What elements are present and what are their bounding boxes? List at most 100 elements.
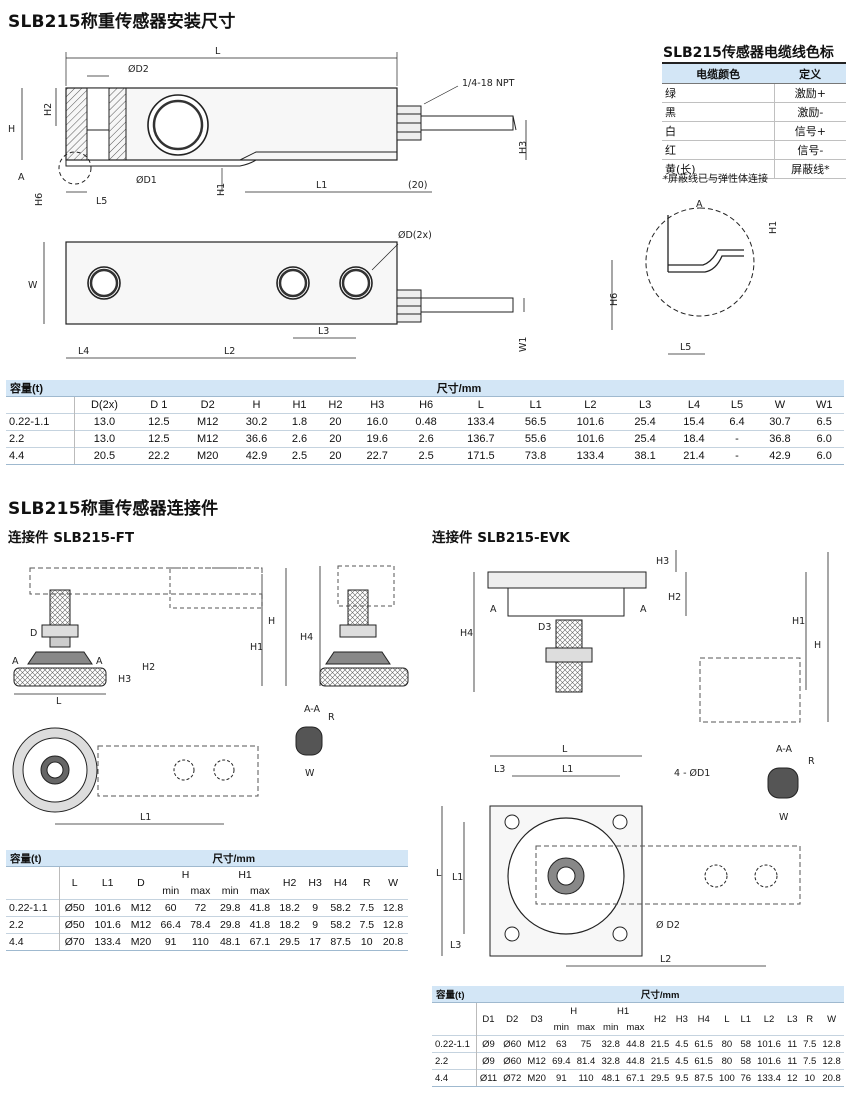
evk-cell: 61.5 — [691, 1035, 716, 1053]
evk-4d1-label: 4 - ØD1 — [674, 768, 710, 779]
evk-subtitle: 连接件 SLB215-EVK — [432, 530, 570, 546]
evk-cell: 11 — [784, 1035, 801, 1053]
ft-cell: 10 — [355, 933, 379, 951]
table1-cell: 56.5 — [511, 413, 561, 431]
cable-definition: 信号+ — [773, 121, 846, 141]
ft-cell: 67.1 — [245, 933, 275, 951]
ft-cell: 41.8 — [245, 899, 275, 917]
evk-a-right: A — [640, 604, 647, 615]
evk-col: L3 — [784, 1002, 801, 1036]
table1-cell: - — [718, 430, 756, 448]
evk-cell: 80 — [716, 1052, 738, 1070]
ft-cell: 91 — [155, 933, 186, 951]
table1-cell: 6.0 — [804, 447, 844, 465]
table1-cell: 38.1 — [620, 447, 670, 465]
table1-col: H3 — [352, 396, 402, 414]
evk-cell: 110 — [573, 1069, 599, 1087]
table1-cell: 25.4 — [620, 413, 670, 431]
ft-dims-header: 尺寸/mm — [59, 850, 408, 867]
evk-row: 4.4 Ø11 Ø72 M20 91 110 48.1 67.1 29.5 9.… — [432, 1069, 844, 1087]
table1-cell: 2.6 — [401, 430, 451, 448]
table1-cell: 20 — [318, 413, 353, 431]
table1-col: H2 — [318, 396, 353, 414]
dim-L5-label: L5 — [96, 196, 107, 207]
ft-l-label: L — [56, 696, 62, 707]
evk-cell: 44.8 — [623, 1035, 648, 1053]
evk-cell: 32.8 — [598, 1052, 624, 1070]
evk-col: L2 — [753, 1002, 785, 1036]
top-view-drawing: ØD(2x) W L3 L4 L2 W1 — [28, 230, 529, 359]
table1-dims-header: 尺寸/mm — [74, 380, 844, 397]
evk-d2-label: Ø D2 — [656, 920, 680, 931]
cable-row: 白信号+ — [662, 121, 846, 141]
evk-cell: 4.5 — [672, 1052, 692, 1070]
ft-col: H1 — [215, 866, 275, 883]
ft-h-label: H — [268, 616, 275, 627]
evk-col: L — [716, 1002, 738, 1036]
evk-cell: 133.4 — [753, 1069, 785, 1087]
evk-cell: 67.1 — [623, 1069, 648, 1087]
evk-r-label: R — [808, 756, 815, 767]
ft-cell: 12.8 — [378, 899, 408, 917]
dim-H3-label: H3 — [518, 141, 529, 154]
evk-cell: 11 — [784, 1052, 801, 1070]
side-view-drawing: L ØD2 1/4-18 NPT H H2 H3 A H6 L5 ØD1 H1 … — [8, 46, 529, 207]
table1-cell: 22.2 — [134, 447, 184, 465]
table1-cell: 12.5 — [134, 413, 184, 431]
evk-cell: 58 — [737, 1052, 754, 1070]
evk-cell: Ø60 — [500, 1035, 525, 1053]
dim-D1-label: ØD1 — [136, 175, 157, 186]
ft-col: H — [155, 866, 216, 883]
detail-A-label: A — [18, 172, 25, 183]
evk-cell: M20 — [524, 1069, 549, 1087]
table1-cell: 6.4 — [718, 413, 756, 431]
evk-cell: M12 — [524, 1052, 549, 1070]
dim-H-label: H — [8, 124, 15, 135]
cable-color: 白 — [662, 121, 775, 141]
table1-cell: 2.5 — [401, 447, 451, 465]
evk-row: 0.22-1.1 Ø9 Ø60 M12 63 75 32.8 44.8 21.5… — [432, 1035, 844, 1053]
cable-row: 黄(长)屏蔽线* — [662, 159, 846, 179]
dim-W1-label: W1 — [518, 337, 529, 352]
evk-col: W — [819, 1002, 844, 1036]
evk-cell: 21.5 — [647, 1052, 673, 1070]
evk-cell: 63 — [548, 1035, 574, 1053]
evk-cell: 91 — [548, 1069, 574, 1087]
cable-note: *屏蔽线已与弹性体连接 — [663, 174, 768, 185]
table1-cell: 30.2 — [232, 413, 281, 431]
table1-cell: 2.5 — [280, 447, 319, 465]
table1-cell: 22.7 — [352, 447, 402, 465]
table1-cell: 25.4 — [620, 430, 670, 448]
table1-cell: M12 — [183, 430, 233, 448]
table1-cell: 20 — [318, 447, 353, 465]
table1-cell: 1.8 — [280, 413, 319, 431]
table1-cell: 13.0 — [73, 413, 135, 431]
table1-column-row: D(2x) D 1 D2 H H1 H2 H3 H6 L L1 L2 L3 L4… — [6, 396, 844, 414]
table1-cell: - — [718, 447, 756, 465]
ft-col: H2 — [274, 866, 305, 900]
ft-cell: 29.8 — [215, 899, 246, 917]
ft-cell: 9 — [304, 916, 326, 934]
evk-cell: 58 — [737, 1035, 754, 1053]
evk-col: H4 — [691, 1002, 716, 1036]
evk-cell: 76 — [737, 1069, 754, 1087]
table1-cell: 101.6 — [560, 413, 621, 431]
ft-sub: max — [190, 885, 211, 897]
dim-L2-label: L2 — [224, 346, 235, 357]
evk-subheader-row: min max min max — [432, 1019, 844, 1036]
ft-cell: 48.1 — [215, 933, 246, 951]
ft-a-left: A — [12, 656, 19, 667]
table1-cell: 20.5 — [73, 447, 135, 465]
ft-cell: 17 — [304, 933, 326, 951]
detail-h6-label: H6 — [609, 293, 620, 306]
table1-cell: 12.5 — [134, 430, 184, 448]
ft-w-label: W — [305, 768, 315, 779]
evk-cell: Ø60 — [500, 1052, 525, 1070]
table1-cell: 30.7 — [755, 413, 805, 431]
cable-color: 黑 — [662, 102, 775, 122]
table1-cell: 13.0 — [73, 430, 135, 448]
dim-L1-label: L1 — [316, 180, 327, 191]
table1-col: L1 — [511, 396, 561, 414]
ft-cell: 29.8 — [215, 916, 246, 934]
